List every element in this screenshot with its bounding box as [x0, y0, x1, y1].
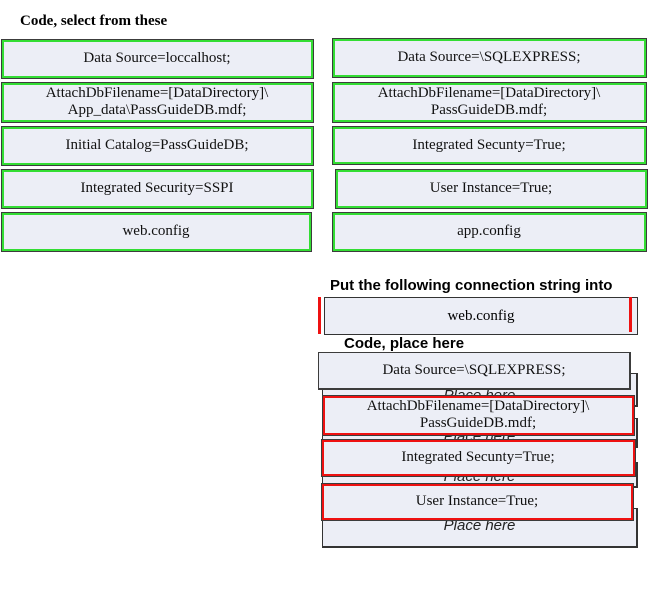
source-heading: Code, select from these [20, 13, 168, 29]
drop-slot-placeholder: Place here [443, 517, 516, 534]
placed-label: User Instance=True; [415, 493, 539, 509]
placed-label: Integrated Secunty=True; [401, 449, 555, 465]
option-label: Initial Catalog=PassGuideDB; [65, 137, 249, 153]
option-label: app.config [457, 223, 521, 239]
placed-label: AttachDbFilename=[DataDirectory]\PassGui… [366, 398, 590, 431]
option-app-config[interactable]: app.config [332, 212, 647, 252]
option-user-instance-true[interactable]: User Instance=True; [335, 169, 648, 209]
target-file-box[interactable]: web.config [324, 297, 638, 335]
target-left-marker [318, 297, 321, 334]
option-attachdb-passguidedb[interactable]: AttachDbFilename=[DataDirectory]\PassGui… [332, 82, 647, 123]
target-heading: Put the following connection string into [330, 277, 613, 294]
option-label: User Instance=True; [429, 180, 553, 196]
place-heading: Code, place here [344, 335, 465, 352]
placed-label: Data Source=\SQLEXPRESS; [382, 362, 566, 378]
option-attachdb-app-data[interactable]: AttachDbFilename=[DataDirectory]\App_dat… [1, 82, 314, 123]
option-data-source-sqlexpress[interactable]: Data Source=\SQLEXPRESS; [332, 38, 647, 78]
placed-user-instance-true[interactable]: User Instance=True; [321, 483, 634, 521]
placed-attachdb-passguidedb[interactable]: AttachDbFilename=[DataDirectory]\PassGui… [322, 395, 635, 436]
option-label: Data Source=loccalhost; [83, 50, 231, 66]
option-label: AttachDbFilename=[DataDirectory]\PassGui… [377, 85, 601, 118]
option-web-config[interactable]: web.config [1, 212, 312, 252]
target-right-marker [629, 297, 632, 332]
placed-data-source-sqlexpress[interactable]: Data Source=\SQLEXPRESS; [318, 352, 631, 390]
placed-integrated-security-true[interactable]: Integrated Secunty=True; [321, 439, 636, 477]
target-file-label: web.config [447, 307, 515, 324]
option-data-source-localhost[interactable]: Data Source=loccalhost; [1, 39, 314, 79]
option-label: AttachDbFilename=[DataDirectory]\App_dat… [45, 85, 269, 118]
option-label: web.config [122, 223, 190, 239]
option-integrated-security-true[interactable]: Integrated Secunty=True; [332, 126, 647, 165]
option-label: Integrated Secunty=True; [412, 136, 566, 153]
option-label: Data Source=\SQLEXPRESS; [397, 49, 581, 65]
option-initial-catalog[interactable]: Initial Catalog=PassGuideDB; [1, 126, 314, 166]
option-label: Integrated Security=SSPI [80, 180, 234, 196]
option-integrated-security-sspi[interactable]: Integrated Security=SSPI [1, 169, 314, 209]
